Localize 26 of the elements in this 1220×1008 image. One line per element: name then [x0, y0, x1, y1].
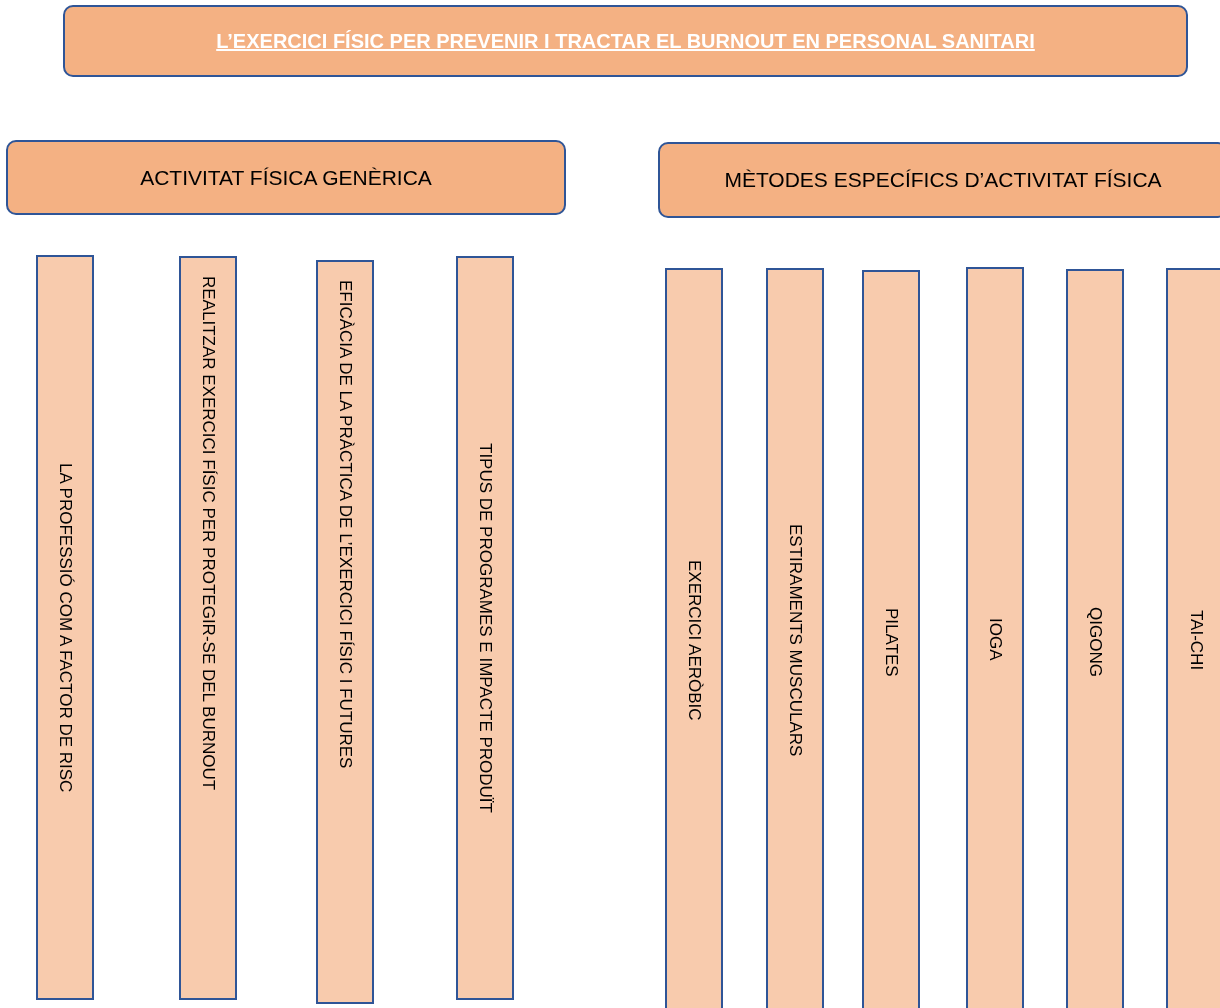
title-box	[63, 5, 1188, 77]
topic-bar	[862, 270, 920, 1008]
title-text: L’EXERCICI FÍSIC PER PREVENIR I TRACTAR EL BURNOUT EN PERSONAL SANITARI	[216, 29, 1035, 53]
label-text: TIPUS DE PROGRAMES E IMPACTE PRODUÏT	[475, 443, 495, 813]
topic-bar	[456, 256, 514, 1000]
topic-bar	[179, 256, 237, 1000]
topic-bar	[36, 255, 94, 1000]
label-text: EFICÀCIA DE LA PRÀCTICA DE L’EXERCICI FÍSIC I FUTURES	[335, 280, 355, 769]
label-text: REALITZAR EXERCICI FÍSIC PER PROTEGIR-SE DEL BURNOUT	[198, 276, 218, 791]
topic-bar	[665, 268, 723, 1008]
label-text: MÈTODES ESPECÍFICS D’ACTIVITAT FÍSICA	[724, 168, 1162, 192]
topic-bar	[316, 260, 374, 1004]
label-text: QIGONG	[1085, 606, 1105, 677]
category-box	[6, 140, 566, 215]
label-text: ESTIRAMENTS MUSCULARS	[785, 524, 805, 757]
topic-bar	[966, 267, 1024, 1008]
topic-bar	[1066, 269, 1124, 1008]
label-text: IOGA	[985, 618, 1005, 661]
topic-bar	[1166, 268, 1220, 1008]
topic-bar	[766, 268, 824, 1008]
label-text: EXERCICI AERÒBIC	[684, 560, 704, 721]
label-text: PILATES	[881, 608, 901, 677]
category-box	[658, 142, 1220, 218]
label-text: TAI-CHI	[1186, 610, 1206, 671]
label-text: LA PROFESSIÓ COM A FACTOR DE RISC	[55, 462, 75, 793]
label-text: ACTIVITAT FÍSICA GENÈRICA	[140, 165, 432, 190]
